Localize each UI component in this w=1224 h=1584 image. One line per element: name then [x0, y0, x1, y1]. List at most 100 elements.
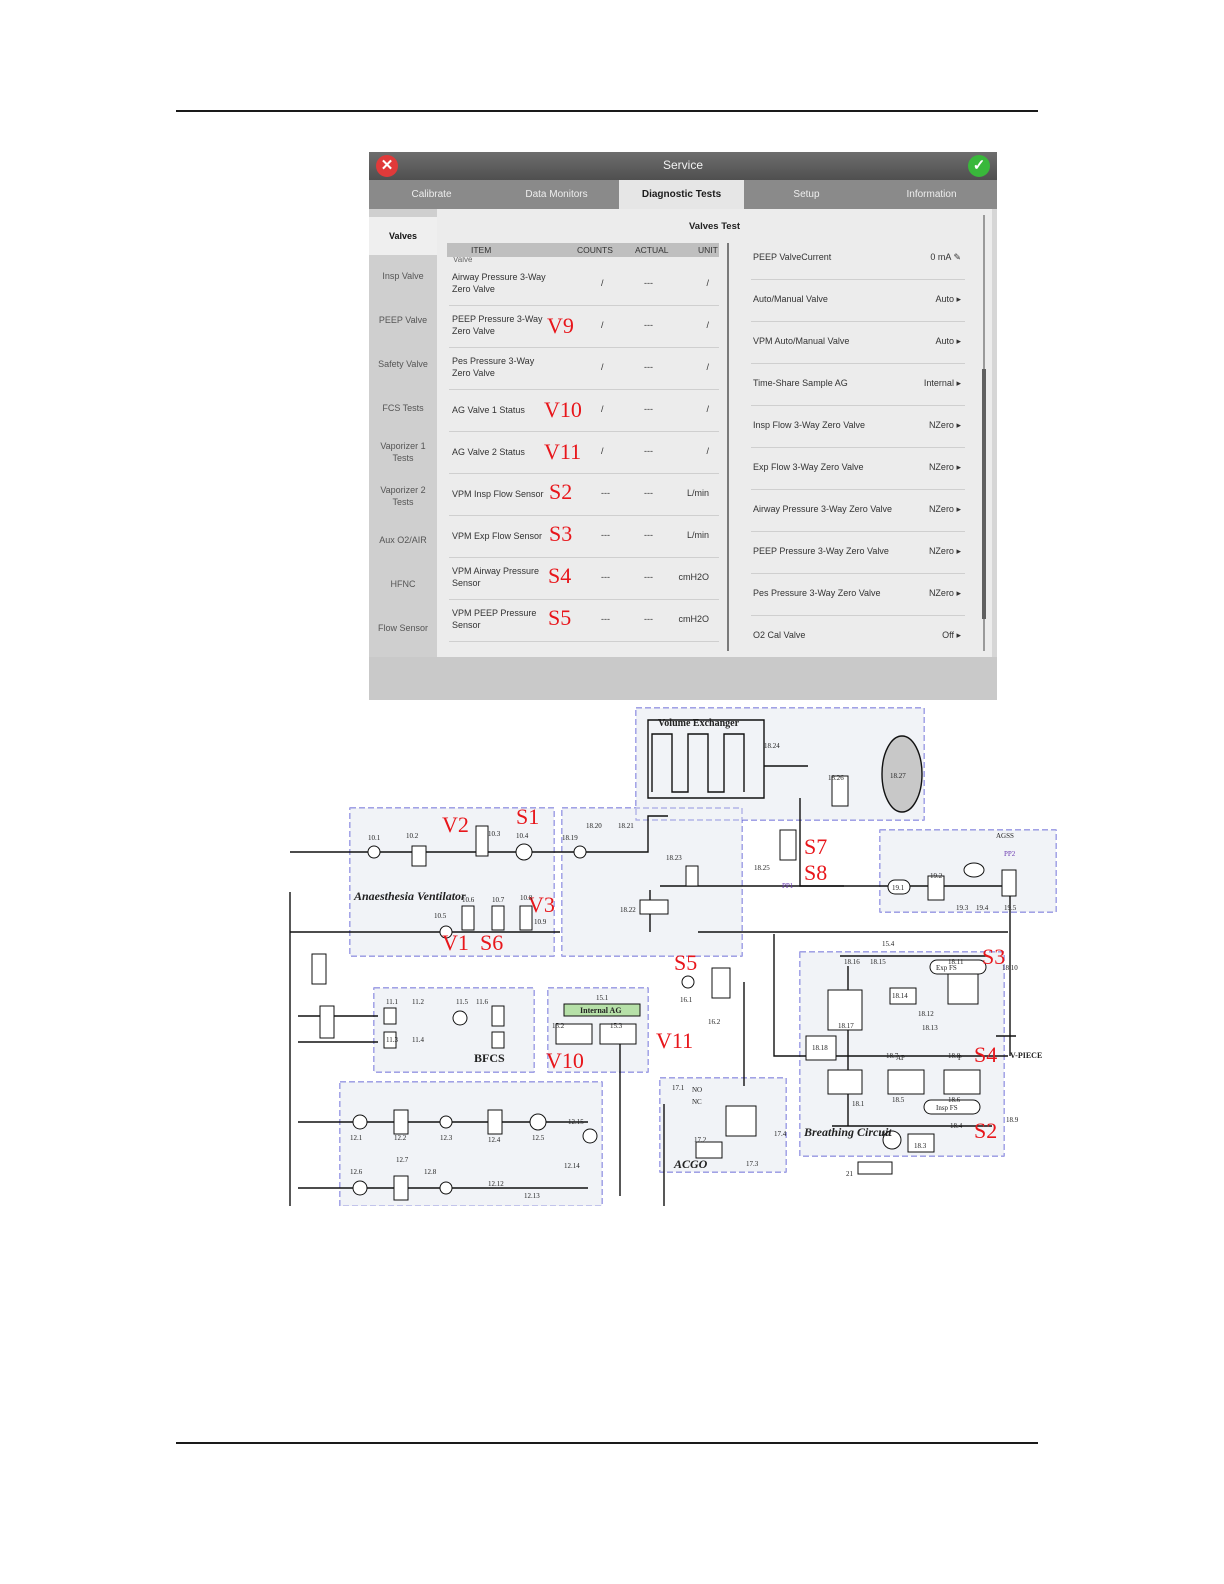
tab-data-monitors[interactable]: Data Monitors	[525, 189, 588, 200]
part-number: 18.12	[918, 1010, 934, 1018]
tab-information[interactable]: Information	[906, 189, 957, 200]
row-actual: ---	[644, 530, 653, 540]
setting-peep-pressure-zero-valve[interactable]: PEEP Pressure 3-Way Zero Valve NZero ▸	[751, 533, 965, 574]
part-number: 10.1	[368, 834, 381, 842]
setting-value-wrap: Off ▸	[942, 630, 961, 641]
arrow-right-icon: ▸	[956, 294, 961, 304]
col-item: ITEM	[471, 245, 492, 255]
part-number: 11.2	[412, 998, 424, 1006]
volume-exchanger-coil	[651, 733, 923, 813]
part-number: 10.3	[488, 830, 501, 838]
table-row[interactable]: AG Valve 2 Status / --- / V11	[449, 433, 719, 474]
arrow-right-icon: ▸	[956, 588, 961, 598]
part-number: 18.18	[812, 1044, 828, 1052]
bottom-rule	[176, 1442, 1038, 1444]
valve-tag: V11	[656, 1028, 693, 1053]
table-row[interactable]: VPM Insp Flow Sensor --- --- L/min S2	[449, 475, 719, 516]
sidebar-item-insp-valve[interactable]: Insp Valve	[382, 271, 424, 281]
service-window: ✕ Service ✓ Calibrate Data Monitors Diag…	[369, 152, 997, 700]
sidebar-item-safety-valve[interactable]: Safety Valve	[378, 359, 428, 369]
col-unit: UNIT	[698, 245, 718, 255]
setting-value: NZero	[928, 546, 954, 556]
part-number: 11.5	[456, 998, 468, 1006]
setting-value-wrap: NZero ▸	[929, 588, 961, 599]
setting-label: Pes Pressure 3-Way Zero Valve	[753, 588, 881, 598]
sidebar-item-peep-valve[interactable]: PEEP Valve	[378, 315, 428, 325]
row-actual: ---	[644, 446, 653, 456]
sidebar-item-fcs-tests[interactable]: FCS Tests	[382, 403, 424, 413]
sidebar-item-flow-sensor[interactable]: Flow Sensor	[377, 623, 429, 633]
arrow-right-icon: ▸	[956, 462, 961, 472]
valve-tag: V11	[544, 439, 582, 464]
part-number: 18.13	[922, 1024, 938, 1032]
row-actual: ---	[644, 404, 653, 414]
sidebar-item-aux-o2-air[interactable]: Aux O2/AIR	[379, 535, 427, 545]
part-number: 12.3	[440, 1134, 453, 1142]
sensor-label: P	[958, 1054, 962, 1062]
col-actual: ACTUAL	[635, 245, 669, 255]
part-number: 18.22	[620, 906, 636, 914]
valves-test-panel: Valves Test ITEM COUNTS ACTUAL UNIT Valv…	[437, 209, 992, 658]
tab-setup[interactable]: Setup	[793, 189, 820, 200]
sensor-tag: S1	[516, 804, 539, 829]
panel-title: Valves Test	[688, 221, 741, 232]
top-rule	[176, 110, 1038, 112]
arrow-right-icon: ▸	[956, 546, 961, 556]
row-counts: ---	[601, 614, 610, 624]
table-row[interactable]: Pes Pressure 3-Way Zero Valve / --- /	[449, 349, 719, 390]
confirm-button[interactable]: ✓	[968, 155, 990, 177]
part-number: PP2	[1004, 850, 1016, 858]
table-row[interactable]: VPM Airway Pressure Sensor --- --- cmH2O…	[449, 559, 719, 600]
setting-value: NZero	[928, 504, 954, 514]
part-number: 18.10	[1002, 964, 1018, 972]
pneumatic-schematic: Volume Exchanger Anaesthesia Ventilator …	[289, 707, 1057, 1206]
valve-tag: V2	[442, 812, 469, 837]
table-row[interactable]: VPM Exp Flow Sensor --- --- L/min S3	[449, 517, 719, 558]
table-scrollbar[interactable]	[727, 243, 729, 651]
part-number: 15.1	[596, 994, 609, 1002]
part-number: NO	[692, 1086, 702, 1094]
col-counts: COUNTS	[577, 245, 613, 255]
sidebar-item-vaporizer-1-tests[interactable]: Vaporizer 1 Tests	[380, 441, 426, 463]
part-number: 18.5	[892, 1096, 905, 1104]
sidebar-item-hfnc[interactable]: HFNC	[390, 579, 416, 589]
setting-pes-pressure-zero-valve[interactable]: Pes Pressure 3-Way Zero Valve NZero ▸	[751, 575, 965, 616]
part-number: 18.16	[844, 958, 860, 966]
part-number: 18.20	[586, 822, 602, 830]
setting-label: PEEP Pressure 3-Way Zero Valve	[753, 546, 889, 556]
setting-label: Insp Flow 3-Way Zero Valve	[753, 420, 866, 430]
sidebar-item-vaporizer-2-tests[interactable]: Vaporizer 2 Tests	[380, 485, 426, 507]
sidebar: Valves Insp Valve PEEP Valve Safety Valv…	[369, 209, 437, 657]
setting-label: Exp Flow 3-Way Zero Valve	[753, 462, 864, 472]
setting-value-wrap: Auto ▸	[935, 294, 961, 305]
part-number: 12.6	[350, 1168, 363, 1176]
part-number: 19.2	[930, 872, 943, 880]
table-row[interactable]: VPM PEEP Pressure Sensor --- --- cmH2O S…	[449, 601, 719, 642]
part-number: 18.6	[948, 1096, 961, 1104]
part-number: 12.14	[564, 1162, 580, 1170]
part-number: 19.3	[956, 904, 969, 912]
row-counts: ---	[601, 572, 610, 582]
check-icon: ✓	[972, 157, 986, 174]
tab-diagnostic-tests[interactable]: Diagnostic Tests	[619, 180, 744, 209]
partial-row: Valve	[453, 257, 473, 264]
table-row[interactable]: AG Valve 1 Status / --- / V10	[449, 391, 719, 432]
sensor-tag: S4	[974, 1042, 997, 1067]
tab-calibrate[interactable]: Calibrate	[411, 189, 452, 200]
settings-scroll-thumb[interactable]	[982, 369, 986, 619]
table-row[interactable]: PEEP Pressure 3-Way Zero Valve / --- / V…	[449, 307, 719, 348]
sidebar-item-valves[interactable]: Valves	[369, 217, 437, 255]
setting-value-wrap: Auto ▸	[935, 336, 961, 347]
setting-label: PEEP ValveCurrent	[753, 252, 832, 262]
table-row[interactable]: Airway Pressure 3-Way Zero Valve / --- /	[449, 265, 719, 306]
part-number: 10.6	[462, 896, 475, 904]
close-button[interactable]: ✕	[376, 155, 398, 177]
